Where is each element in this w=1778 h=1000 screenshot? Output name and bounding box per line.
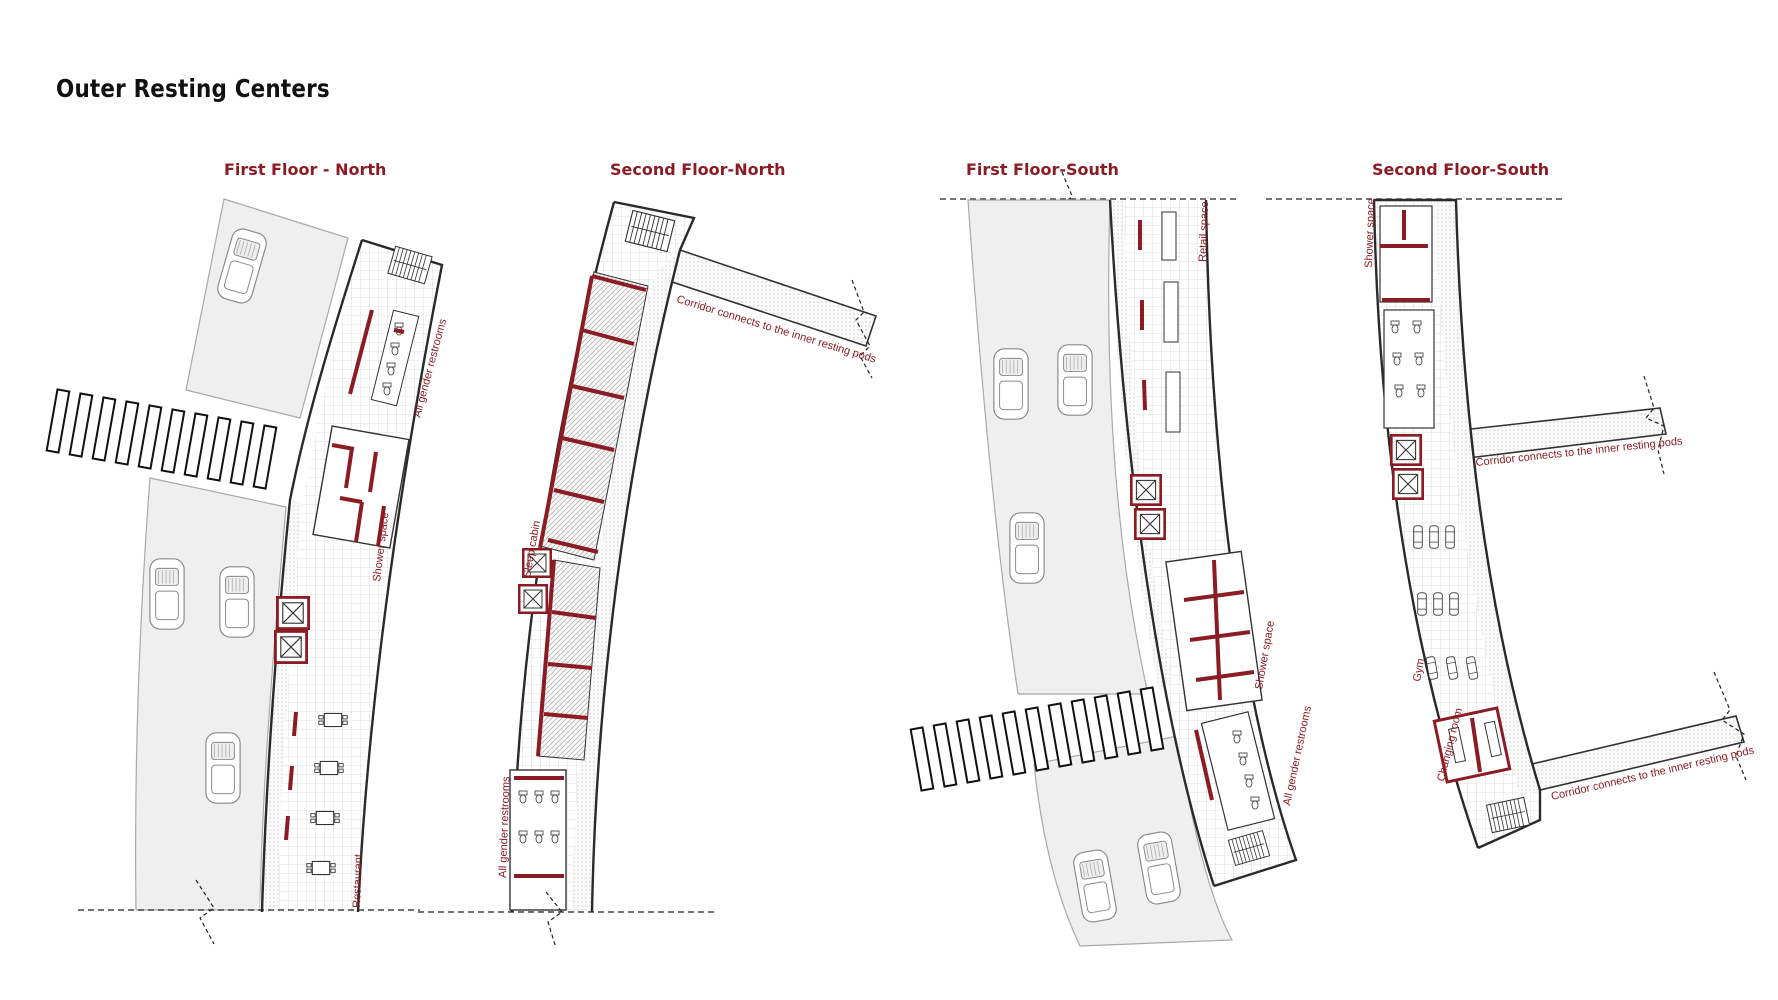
elevator-icon — [518, 584, 548, 614]
toilet-icon — [1412, 320, 1422, 334]
toilet-icon — [550, 790, 560, 804]
toilet-icon — [382, 382, 392, 396]
outer-dotted-band — [1434, 200, 1540, 796]
label-shower-space: Shower space — [1253, 620, 1277, 691]
building-outline — [1110, 200, 1296, 886]
elevator-icon — [1134, 508, 1166, 540]
label-restaurant: Restaurant — [351, 854, 365, 908]
floor-plan-second-north: Second Floor-North Corridor connects to … — [418, 160, 878, 949]
car-icon — [149, 558, 185, 630]
toilet-icon — [1392, 352, 1402, 366]
label-shower-space: Shower space — [1363, 198, 1377, 268]
gym-equipment-icon — [1433, 592, 1443, 616]
sleep-cabins — [536, 271, 649, 761]
gym-equipment-icon — [1445, 525, 1455, 549]
crosswalk — [45, 388, 278, 490]
gym-equipment-icon — [1449, 592, 1459, 616]
toilet-icon — [518, 790, 528, 804]
floor-title-first-south: First Floor-South — [966, 160, 1119, 179]
floor-title-second-north: Second Floor-North — [610, 160, 786, 179]
toilet-icon — [1390, 320, 1400, 334]
label-all-gender-restrooms: All gender restrooms — [497, 776, 513, 878]
toilet-icon — [1250, 796, 1260, 810]
gym-equipment-icon — [1429, 525, 1439, 549]
toilet-icon — [534, 790, 544, 804]
toilet-icon — [550, 830, 560, 844]
elevator-icon — [276, 596, 310, 630]
toilet-icon — [1232, 730, 1242, 744]
car-icon — [219, 566, 255, 638]
toilet-icon — [1244, 774, 1254, 788]
parking-road — [185, 198, 349, 419]
gym-equipment-icon — [1417, 592, 1427, 616]
floor-plan-first-south: First Floor-South — [909, 160, 1314, 947]
floor-title-second-south: Second Floor-South — [1372, 160, 1549, 179]
toilet-icon — [1414, 352, 1424, 366]
floor-plan-first-north: First Floor - North — [45, 160, 449, 945]
elevator-icon — [1130, 474, 1162, 506]
toilet-icon — [390, 342, 400, 356]
elevator-icon — [274, 630, 308, 664]
toilet-icon — [534, 830, 544, 844]
floor-title-first-north: First Floor - North — [224, 160, 386, 179]
toilet-icon — [518, 830, 528, 844]
car-icon — [205, 732, 241, 804]
toilet-icon — [1394, 384, 1404, 398]
elevator-icon — [1392, 468, 1424, 500]
car-icon — [1009, 512, 1045, 584]
floor-plan-second-south: Second Floor-South Corridor connects to … — [1266, 160, 1756, 850]
building-outline — [260, 240, 442, 912]
car-icon — [993, 348, 1029, 420]
label-retail-space: Retail space — [1197, 201, 1211, 262]
crosswalk — [909, 686, 1165, 792]
toilet-icon — [386, 362, 396, 376]
toilet-icon — [1416, 384, 1426, 398]
gym-equipment-icon — [1413, 525, 1423, 549]
toilet-icon — [1238, 752, 1248, 766]
page-title: Outer Resting Centers — [56, 74, 330, 103]
car-icon — [1057, 344, 1093, 416]
label-gym: Gym — [1411, 658, 1427, 683]
elevator-icon — [1390, 434, 1422, 466]
label-all-gender-restrooms: All gender restrooms — [1281, 704, 1314, 806]
outer-dotted-band — [1110, 200, 1172, 692]
